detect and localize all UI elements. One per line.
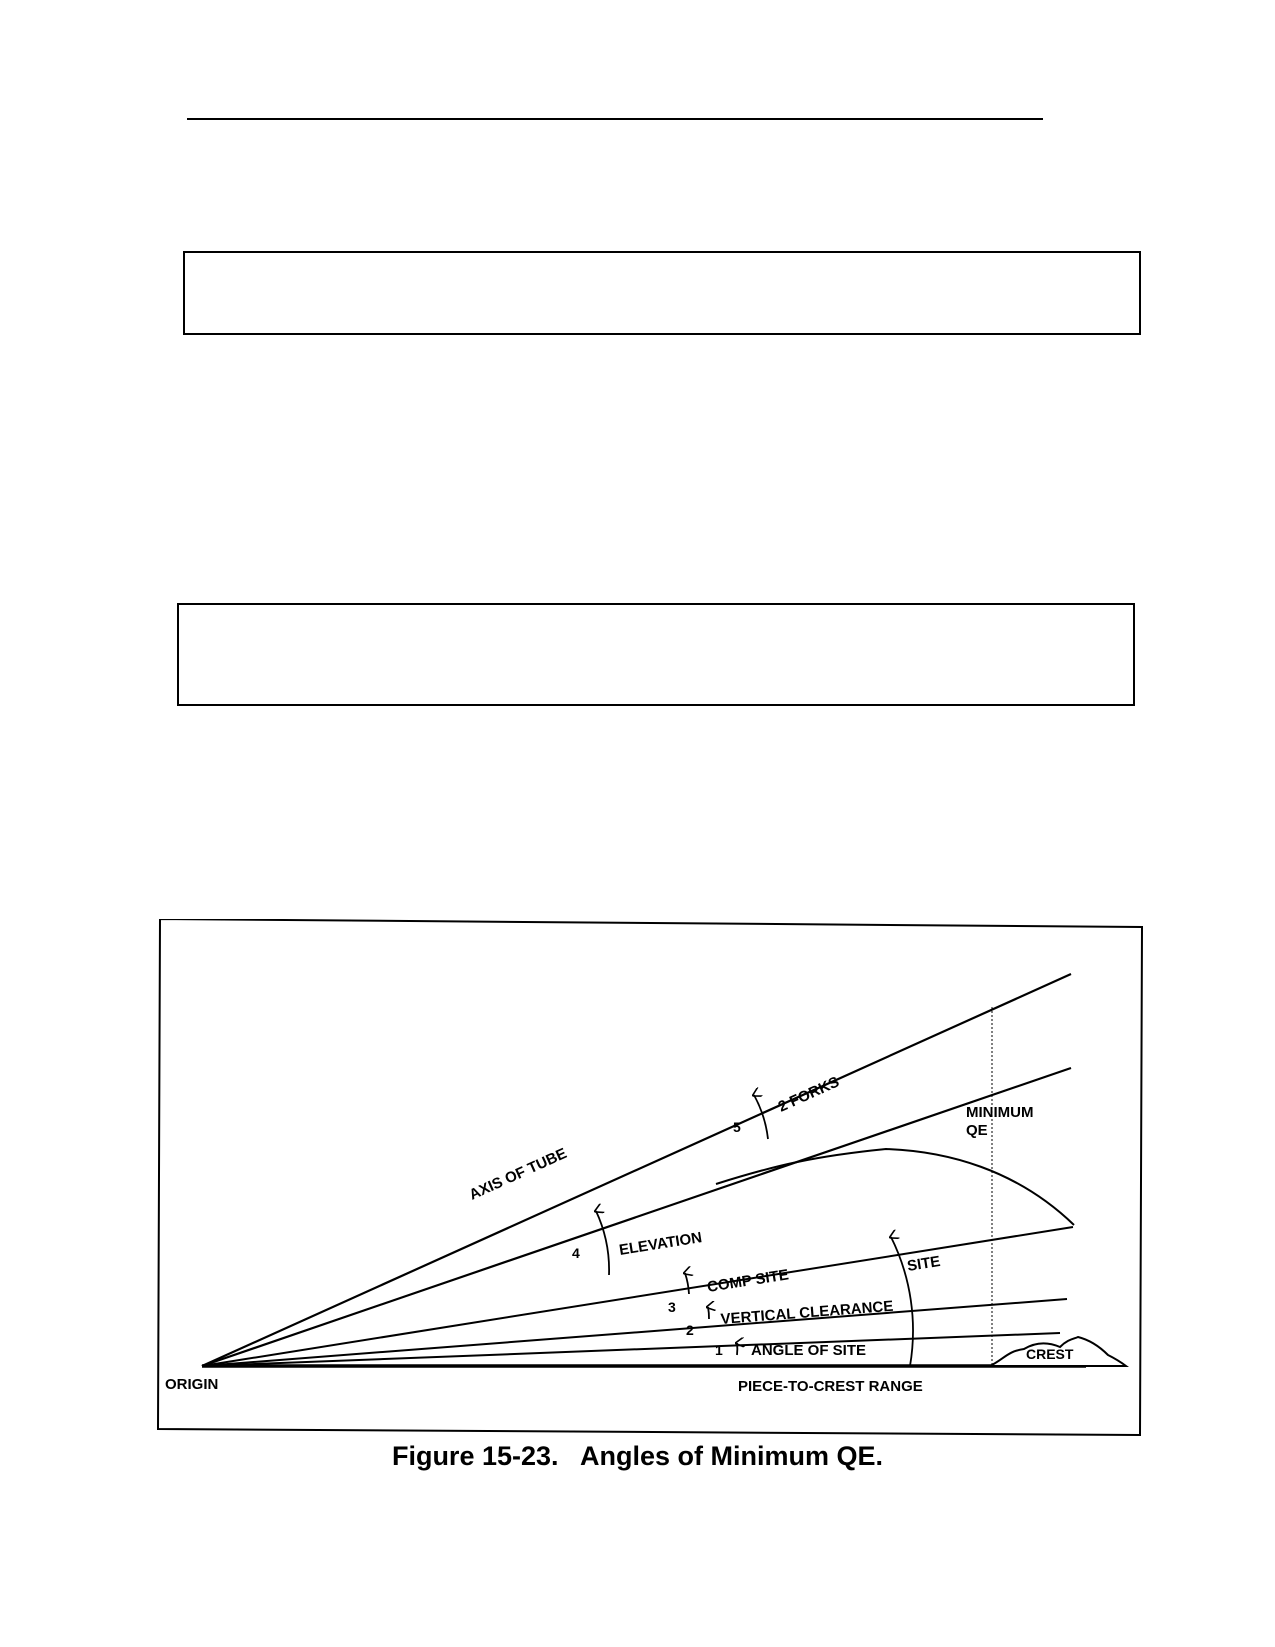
label-two-forks: 2 FORKS	[776, 1073, 842, 1115]
label-elevation: ELEVATION	[618, 1229, 703, 1259]
label-site: SITE	[906, 1253, 942, 1275]
label-axis-of-tube: AXIS OF TUBE	[467, 1145, 570, 1204]
figure-border	[156, 919, 1144, 1437]
header-rule	[187, 118, 1043, 120]
label-number-1: 1	[715, 1342, 723, 1358]
axis-of-tube-line	[201, 972, 1072, 1368]
angle-of-site-line	[201, 1332, 1061, 1367]
figure-caption: Figure 15-23. Angles of Minimum QE.	[0, 1441, 1275, 1472]
label-piece-to-crest-range: PIECE-TO-CREST RANGE	[738, 1378, 923, 1395]
label-number-2: 2	[686, 1322, 694, 1338]
label-number-4: 4	[572, 1245, 580, 1261]
two-forks-arc	[754, 1095, 769, 1140]
label-number-3: 3	[668, 1299, 676, 1315]
label-number-5: 5	[733, 1119, 741, 1135]
comp-site-arc	[685, 1273, 689, 1295]
comp-site-line	[201, 1226, 1074, 1367]
label-vertical-clearance: VERTICAL CLEARANCE	[720, 1298, 894, 1328]
crest-shape	[989, 1335, 1130, 1367]
caption-title: Angles of Minimum QE.	[580, 1441, 884, 1471]
label-minimum-qe-line1: MINIMUM	[966, 1104, 1034, 1121]
blank-box-lower	[177, 603, 1135, 706]
label-angle-of-site: ANGLE OF SITE	[751, 1342, 866, 1359]
label-crest: CREST	[1026, 1346, 1074, 1362]
figure-diagram: AXIS OF TUBE 2 FORKS 5 MINIMUM QE ELEVAT…	[156, 919, 1144, 1437]
elevation-arc	[596, 1211, 610, 1276]
vertical-clearance-arc	[708, 1307, 709, 1320]
vertical-clearance-line	[201, 1298, 1068, 1367]
caption-number: Figure 15-23.	[391, 1441, 559, 1471]
site-arc	[891, 1237, 914, 1367]
trajectory-curve	[715, 1147, 1075, 1226]
blank-box-upper	[183, 251, 1141, 335]
label-minimum-qe-line2: QE	[966, 1122, 988, 1139]
label-comp-site: COMP SITE	[706, 1266, 790, 1296]
label-origin: ORIGIN	[165, 1376, 218, 1393]
figure-angles-of-minimum-qe: AXIS OF TUBE 2 FORKS 5 MINIMUM QE ELEVAT…	[156, 919, 1144, 1437]
elevation-line	[201, 1066, 1072, 1368]
